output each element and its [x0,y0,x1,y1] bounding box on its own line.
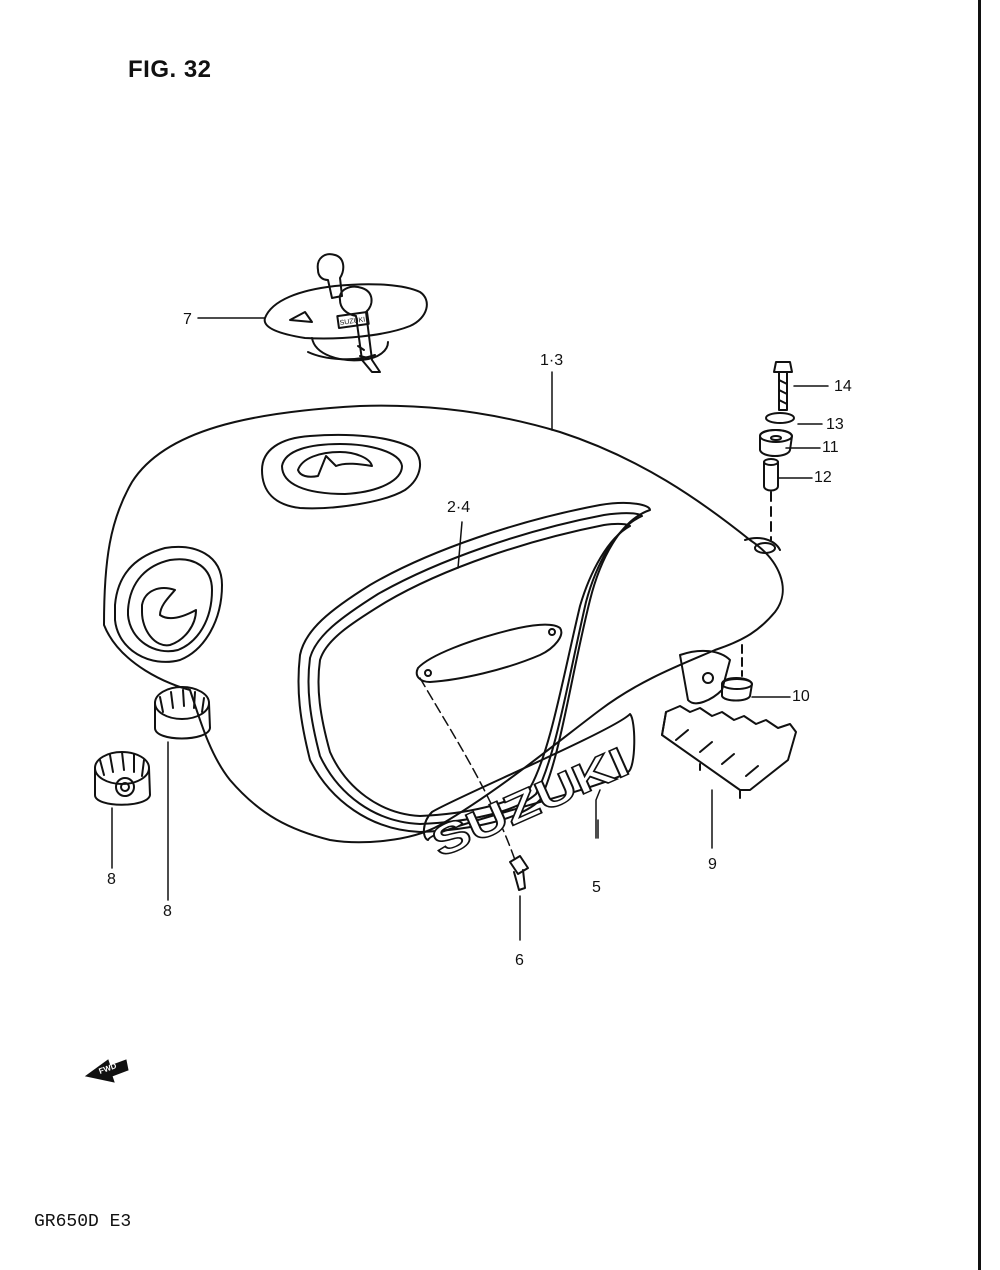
callout-washer: 13 [826,416,844,433]
callout-rear-cushion: 10 [792,688,810,705]
suzuki-emblem-text: SUZUKI [425,738,636,866]
washer [765,412,795,424]
model-code: GR650D E3 [34,1212,132,1232]
rear-cushion [721,677,753,702]
callout-cushion: 11 [822,439,839,456]
callout-bolt: 14 [834,378,852,395]
callout-fuel-tank: 1·3 [540,352,564,369]
fuel-tank [103,404,784,844]
rubber-cushion [759,429,793,457]
collar [763,458,779,492]
callout-screw: 6 [515,952,524,969]
callout-emblem: 5 [592,879,601,896]
callout-collar: 12 [814,469,832,486]
callout-knee-pad-1: 8 [107,871,116,888]
forward-direction-arrow: FWD [84,1059,129,1083]
front-cushion-block [661,705,797,799]
callout-tank-stripe: 2·4 [447,499,471,516]
page-edge-border [978,0,981,1270]
callout-front-cushion: 9 [708,856,717,873]
screw [509,855,529,891]
suzuki-emblem-outline [422,713,636,841]
key-tag-text: SUZUKI [339,316,365,327]
knee-grip-pad-1 [94,751,151,806]
fuel-cap [263,253,428,373]
knee-grip-pad-2 [154,686,211,740]
callout-knee-pad-2: 8 [163,903,172,920]
callout-fuel-cap: 7 [183,311,192,328]
figure-title: FIG. 32 [128,56,212,83]
bolt [773,361,793,411]
